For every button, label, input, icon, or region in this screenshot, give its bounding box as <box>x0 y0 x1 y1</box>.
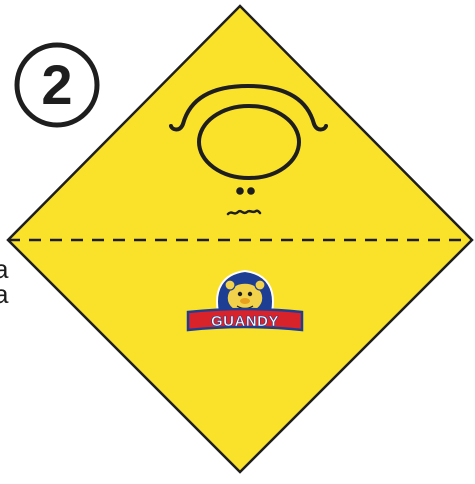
eye-left <box>236 187 244 195</box>
step-number-digit: 2 <box>41 53 72 116</box>
eye-right <box>247 187 255 195</box>
side-text-line: a <box>0 282 8 307</box>
step-number-circle: 2 <box>12 40 102 130</box>
step-number-badge: 2 <box>12 40 102 130</box>
side-text: a a <box>0 257 8 307</box>
logo-text: GUANDY <box>211 313 279 330</box>
